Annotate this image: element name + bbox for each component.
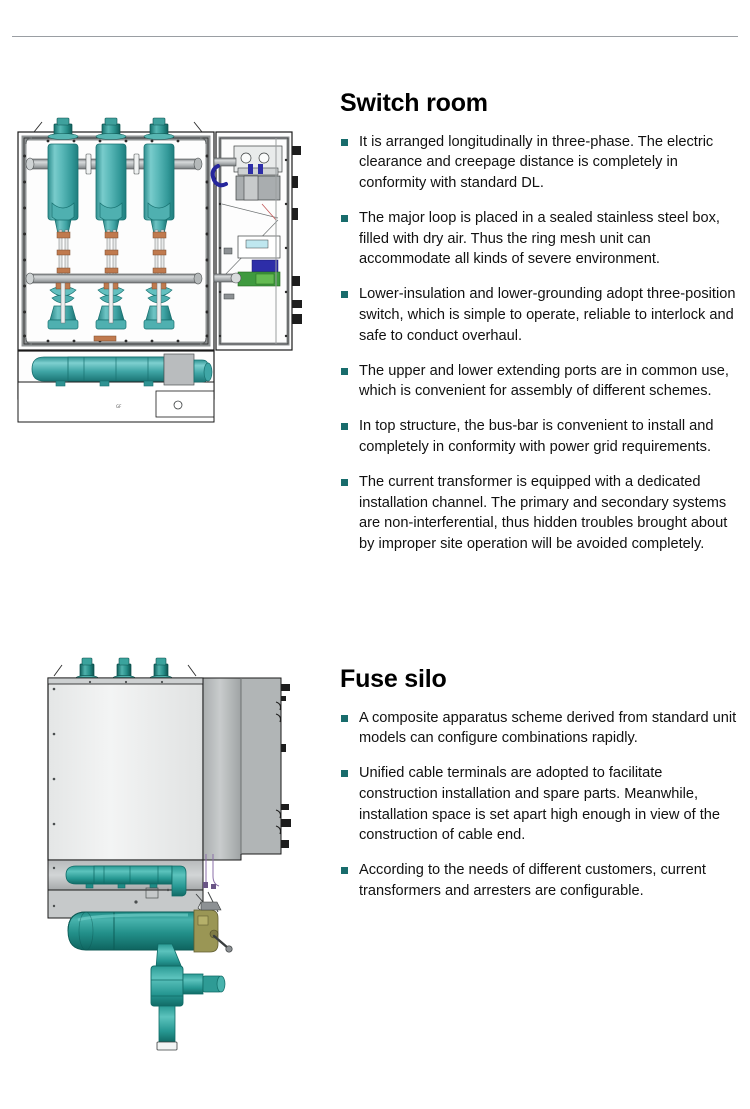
bullet-square-icon: [341, 214, 348, 222]
bullet-square-icon: [341, 423, 348, 431]
switch-room-bullet-list: It is arranged longitudinally in three-p…: [340, 132, 742, 556]
section-switch-room: GF: [8, 89, 742, 556]
list-item-text: Unified cable terminals are adopted to f…: [359, 765, 721, 844]
page-title-fuse-silo: Fuse silo: [340, 665, 447, 693]
list-item: A composite apparatus scheme derived fro…: [340, 708, 742, 750]
list-item: It is arranged longitudinally in three-p…: [340, 132, 742, 194]
list-item-text: In top structure, the bus-bar is conveni…: [359, 418, 714, 456]
list-item: The current transformer is equipped with…: [340, 472, 742, 555]
svg-text:GF: GF: [116, 404, 122, 409]
bullet-square-icon: [341, 138, 348, 146]
bullet-square-icon: [341, 714, 348, 722]
list-item: The major loop is placed in a sealed sta…: [340, 208, 742, 270]
top-divider: [12, 36, 738, 37]
list-item-text: The major loop is placed in a sealed sta…: [359, 209, 720, 268]
fuse-silo-diagram: [47, 657, 291, 1051]
page-title-switch-room: Switch room: [340, 89, 488, 117]
switch-room-diagram: GF: [17, 117, 302, 423]
list-item-text: The current transformer is equipped with…: [359, 473, 728, 553]
switch-room-text: Switch room It is arranged longitudinall…: [340, 89, 742, 556]
list-item-text: According to the needs of different cust…: [359, 862, 706, 900]
list-item: According to the needs of different cust…: [340, 860, 742, 902]
section-fuse-silo: Fuse silo A composite apparatus scheme d…: [0, 640, 750, 1109]
fuse-silo-figure: [18, 644, 308, 1064]
bullet-square-icon: [341, 478, 348, 486]
bullet-square-icon: [341, 367, 348, 375]
fuse-silo-bullet-list: A composite apparatus scheme derived fro…: [340, 708, 742, 902]
list-item: Lower-insulation and lower-grounding ado…: [340, 284, 742, 346]
list-item: The upper and lower extending ports are …: [340, 361, 742, 403]
list-item-text: The upper and lower extending ports are …: [359, 362, 729, 400]
list-item-text: It is arranged longitudinally in three-p…: [359, 133, 714, 192]
list-item-text: A composite apparatus scheme derived fro…: [359, 709, 737, 747]
list-item: In top structure, the bus-bar is conveni…: [340, 416, 742, 458]
bullet-square-icon: [341, 867, 348, 875]
bullet-square-icon: [341, 770, 348, 778]
fuse-silo-text: Fuse silo A composite apparatus scheme d…: [340, 665, 742, 902]
switch-room-figure: GF: [8, 108, 308, 438]
bullet-square-icon: [341, 291, 348, 299]
list-item: Unified cable terminals are adopted to f…: [340, 763, 742, 846]
list-item-text: Lower-insulation and lower-grounding ado…: [359, 286, 736, 344]
